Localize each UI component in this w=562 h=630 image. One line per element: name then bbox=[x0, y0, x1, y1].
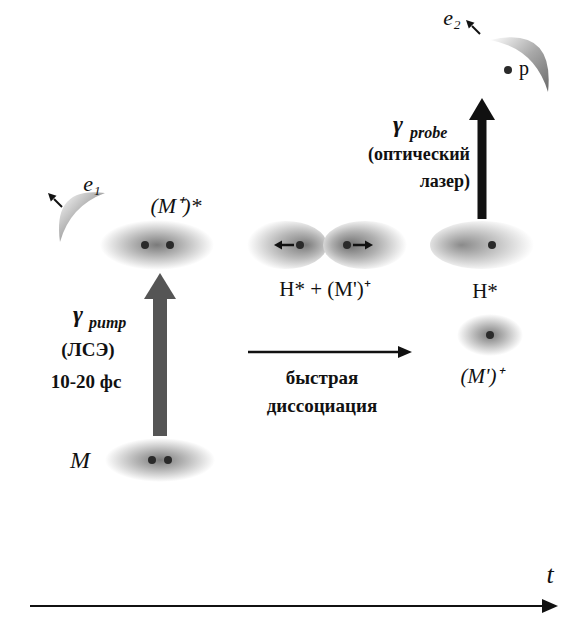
motion-arrow bbox=[281, 244, 294, 247]
duration-label: 10-20 фс bbox=[51, 372, 122, 393]
dissociating-pair: H* + (M')⁺ bbox=[243, 221, 407, 269]
beam-arrowhead bbox=[144, 273, 176, 299]
electron-arrow bbox=[472, 26, 480, 34]
dissociation-arrowhead bbox=[398, 346, 412, 358]
particle-cloud bbox=[243, 221, 327, 269]
particle-shape bbox=[457, 314, 523, 356]
photon-symbol: γ bbox=[393, 111, 403, 137]
particle-label: (M⁺)* bbox=[151, 194, 202, 218]
particle-cloud bbox=[490, 37, 549, 92]
particle-shape bbox=[100, 220, 214, 270]
particle-cloud bbox=[105, 438, 215, 482]
process-label: быстрая диссоциация bbox=[247, 364, 397, 421]
particle-cloud bbox=[457, 314, 523, 356]
excited-ion: (M⁺)* bbox=[100, 220, 214, 270]
particle-shape bbox=[105, 438, 215, 482]
particle-cloud bbox=[430, 221, 534, 269]
particle-label: (M')⁺ bbox=[461, 365, 504, 388]
time-axis-head bbox=[542, 599, 558, 613]
electron-label: e₁ bbox=[83, 172, 100, 196]
fragment-ion: (M')⁺ bbox=[457, 314, 523, 356]
excited-hydrogen: H* bbox=[430, 221, 534, 269]
electron-arrowhead bbox=[48, 193, 57, 202]
motion-arrow bbox=[353, 244, 366, 247]
particle-label: H* bbox=[472, 280, 498, 303]
beam-arrow bbox=[469, 98, 495, 219]
particle-dot bbox=[148, 456, 156, 464]
beam-shaft bbox=[153, 298, 167, 436]
electron-label: e₂ bbox=[443, 6, 460, 30]
ground-molecule: M bbox=[105, 438, 215, 482]
beam-arrow bbox=[144, 273, 176, 436]
particle-dot bbox=[504, 66, 512, 74]
particle-dot bbox=[296, 241, 304, 249]
photon-symbol: γ bbox=[73, 301, 83, 327]
electron-crescent bbox=[59, 192, 105, 242]
beam-shaft bbox=[478, 119, 487, 219]
particle-dot bbox=[488, 241, 496, 249]
photon-subscript: pump bbox=[89, 314, 126, 332]
particle-label: H* + (M')⁺ bbox=[279, 278, 370, 301]
particle-label: M bbox=[70, 447, 90, 473]
time-axis bbox=[30, 605, 544, 607]
particle-cloud bbox=[323, 221, 407, 269]
particle-dot bbox=[343, 241, 351, 249]
source-label: (ЛСЭ) bbox=[61, 340, 114, 361]
dissociation-arrow bbox=[248, 351, 400, 354]
motion-arrowhead bbox=[365, 241, 373, 250]
photon-subscript: probe bbox=[410, 124, 447, 142]
electron-arrow bbox=[54, 199, 62, 207]
motion-arrowhead bbox=[274, 241, 282, 250]
particle-dot bbox=[166, 241, 174, 249]
particle-dot bbox=[164, 456, 172, 464]
proton-crescent: p bbox=[486, 25, 558, 95]
time-label: t bbox=[546, 561, 553, 590]
particle-shape bbox=[243, 221, 407, 269]
source-label: (оптический лазер) bbox=[330, 141, 470, 195]
beam-arrowhead bbox=[469, 98, 495, 120]
particle-label: p bbox=[519, 57, 529, 79]
particle-cloud bbox=[100, 220, 214, 270]
particle-dot bbox=[486, 331, 494, 339]
particle-shape bbox=[430, 221, 534, 269]
particle-dot bbox=[141, 241, 149, 249]
electron-arrowhead bbox=[466, 20, 475, 29]
